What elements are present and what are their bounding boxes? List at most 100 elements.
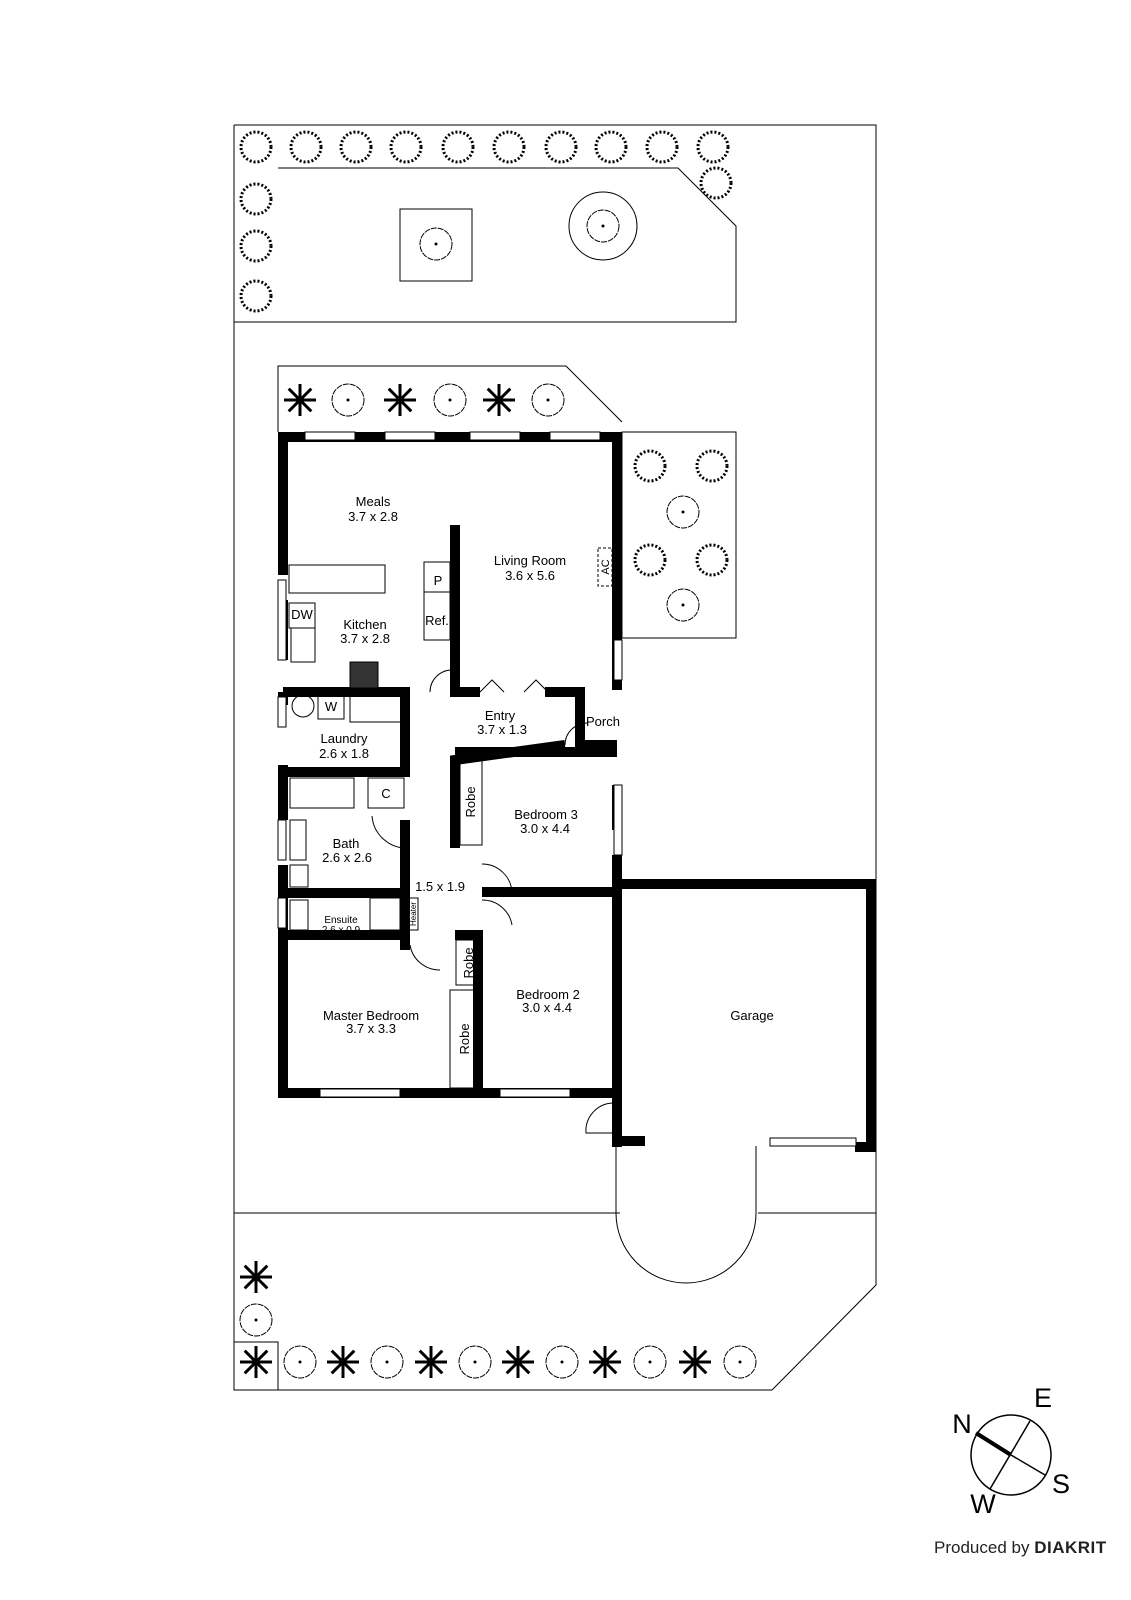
- room-dims-kitchen: 3.7 x 2.8: [340, 631, 390, 646]
- tree-center-icon: [448, 398, 452, 402]
- tree-center-icon: [601, 224, 605, 228]
- tree-icon: [633, 1345, 667, 1379]
- shrub-icon: [594, 130, 628, 164]
- room-name-ensuite: Ensuite: [324, 915, 358, 926]
- compass-s: S: [1052, 1469, 1070, 1499]
- room-name-entry: Entry: [485, 708, 516, 723]
- shrub-icon: [699, 166, 733, 200]
- shrub-icon: [239, 130, 273, 164]
- tree-center-icon: [298, 1360, 302, 1364]
- tree-icon: [723, 1345, 757, 1379]
- plant-icon: [679, 1346, 711, 1378]
- compass-e: E: [1034, 1383, 1052, 1413]
- room-dims-living: 3.6 x 5.6: [505, 568, 555, 583]
- tree-icon: [331, 383, 365, 417]
- dishwasher-label: DW: [291, 607, 313, 622]
- tree-icon: [545, 1345, 579, 1379]
- shrub-icon: [389, 130, 423, 164]
- shrub-icon: [544, 130, 578, 164]
- shrub-icon: [695, 543, 729, 577]
- shrub-icon: [239, 182, 273, 216]
- tree-center-icon: [346, 398, 350, 402]
- shrub-icon: [696, 130, 730, 164]
- credit-brand-logo: DIAKRIT: [1034, 1538, 1107, 1557]
- shrub-icon: [633, 449, 667, 483]
- tree-icon: [370, 1345, 404, 1379]
- washer-label: W: [325, 699, 338, 714]
- room-name-laundry: Laundry: [321, 731, 368, 746]
- tree-center-icon: [254, 1318, 258, 1322]
- robe-label-bedroom2: Robe: [461, 947, 476, 978]
- room-dims-laundry: 2.6 x 1.8: [319, 746, 369, 761]
- room-dims-bedroom3: 3.0 x 4.4: [520, 821, 570, 836]
- tree-icon: [666, 588, 700, 622]
- shrub-icon: [289, 130, 323, 164]
- tree-center-icon: [681, 603, 685, 607]
- plant-icon: [384, 384, 416, 416]
- tree-icon: [239, 1303, 273, 1337]
- heater-label: Heater: [409, 902, 418, 926]
- room-dims-meals: 3.7 x 2.8: [348, 509, 398, 524]
- shrub-icon: [339, 130, 373, 164]
- shrub-icon: [645, 130, 679, 164]
- room-name-porch: Porch: [586, 714, 620, 729]
- tree-icon: [283, 1345, 317, 1379]
- room-name-living: Living Room: [494, 553, 566, 568]
- room-dims-entry: 3.7 x 1.3: [477, 722, 527, 737]
- robe-label-bedroom3: Robe: [463, 786, 478, 817]
- pantry-label: P: [434, 573, 443, 588]
- tree-center-icon: [560, 1360, 564, 1364]
- room-name-bedroom3: Bedroom 3: [514, 807, 578, 822]
- tree-center-icon: [434, 242, 438, 246]
- room-name-bath: Bath: [333, 836, 360, 851]
- shrub-icon: [441, 130, 475, 164]
- producer-credit: Produced by DIAKRIT: [934, 1538, 1107, 1558]
- plant-icon: [415, 1346, 447, 1378]
- windows: [277, 431, 857, 1147]
- compass-rose: N E S W: [952, 1383, 1070, 1519]
- plant-icon: [240, 1346, 272, 1378]
- compass-n: N: [952, 1409, 972, 1439]
- room-name-bedroom2: Bedroom 2: [516, 987, 580, 1002]
- tree-icon: [419, 227, 453, 261]
- plant-icon: [589, 1346, 621, 1378]
- room-name-meals: Meals: [356, 494, 391, 509]
- tree-icon: [433, 383, 467, 417]
- plant-icon: [284, 384, 316, 416]
- robe-label-master: Robe: [457, 1023, 472, 1054]
- plant-icon: [502, 1346, 534, 1378]
- tree-center-icon: [648, 1360, 652, 1364]
- room-name-master: Master Bedroom: [323, 1008, 419, 1023]
- room-dims-bedroom2: 3.0 x 4.4: [522, 1000, 572, 1015]
- ac-label: AC: [600, 559, 612, 574]
- walls: [278, 432, 876, 1152]
- tree-center-icon: [546, 398, 550, 402]
- tree-icon: [586, 209, 620, 243]
- credit-prefix: Produced by: [934, 1538, 1030, 1557]
- compass-w: W: [970, 1489, 996, 1519]
- tree-icon: [458, 1345, 492, 1379]
- room-name-kitchen: Kitchen: [343, 617, 386, 632]
- room-dims-master: 3.7 x 3.3: [346, 1021, 396, 1036]
- shrub-icon: [695, 449, 729, 483]
- fridge-label: Ref.: [425, 613, 449, 628]
- tree-center-icon: [681, 510, 685, 514]
- tree-center-icon: [385, 1360, 389, 1364]
- tree-icon: [531, 383, 565, 417]
- plant-icon: [483, 384, 515, 416]
- shrub-icon: [239, 279, 273, 313]
- room-dims-ensuite: 2.6 x 0.9: [322, 925, 361, 936]
- fixtures: [288, 547, 613, 1134]
- plant-icon: [327, 1346, 359, 1378]
- tree-icon: [666, 495, 700, 529]
- plant-icon: [240, 1261, 272, 1293]
- room-dims-bath: 2.6 x 2.6: [322, 850, 372, 865]
- tree-center-icon: [473, 1360, 477, 1364]
- shrub-icon: [239, 229, 273, 263]
- tree-center-icon: [738, 1360, 742, 1364]
- shrub-icon: [492, 130, 526, 164]
- cupboard-label: C: [381, 786, 390, 801]
- shrub-icon: [633, 543, 667, 577]
- landscaping: [239, 130, 757, 1379]
